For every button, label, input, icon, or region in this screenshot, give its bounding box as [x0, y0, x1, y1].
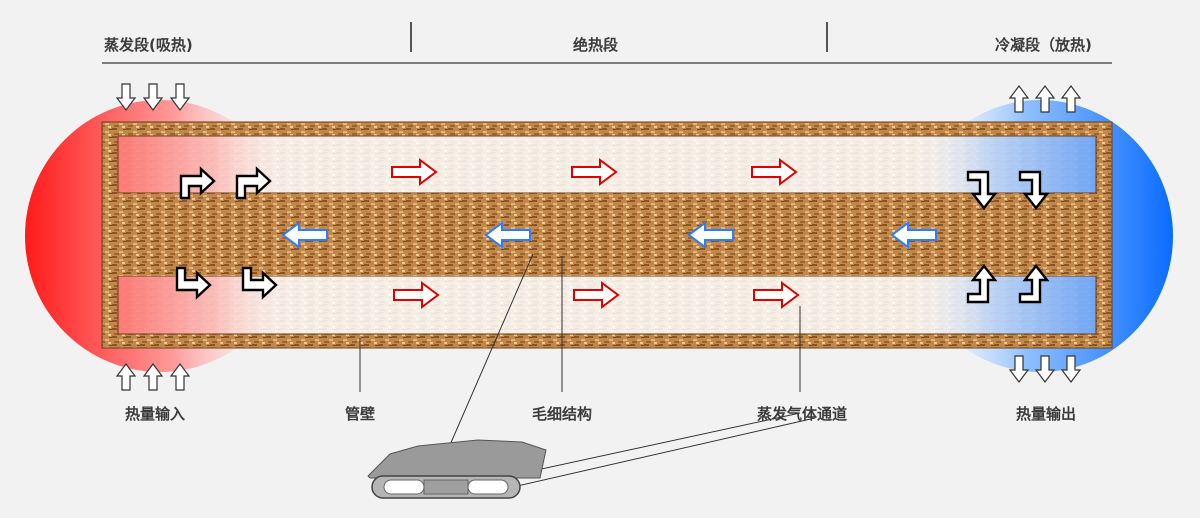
heat-out-arrows — [1008, 85, 1082, 383]
liquid-flow-arrows — [281, 221, 937, 249]
condensation-arrows — [966, 170, 1050, 304]
section-adiabatic-label: 绝热段 — [573, 36, 619, 54]
vapor-flow-arrows — [391, 158, 800, 309]
pipe-cross-section — [367, 439, 547, 499]
vapor-channel-label: 蒸发气体通道 — [756, 405, 848, 423]
heat-in-arrows — [115, 83, 191, 391]
heat-in-label: 热量输入 — [124, 405, 186, 423]
wick-structure — [118, 193, 1096, 276]
wick-label: 毛细结构 — [531, 405, 593, 423]
heat-out-label: 热量输出 — [1015, 405, 1077, 423]
section-evaporator-label: 蒸发段(吸热) — [104, 36, 193, 54]
pipe-wall-label: 管壁 — [344, 405, 376, 423]
section-condenser-label: 冷凝段（放热) — [995, 36, 1092, 54]
evaporation-arrows — [175, 166, 278, 300]
